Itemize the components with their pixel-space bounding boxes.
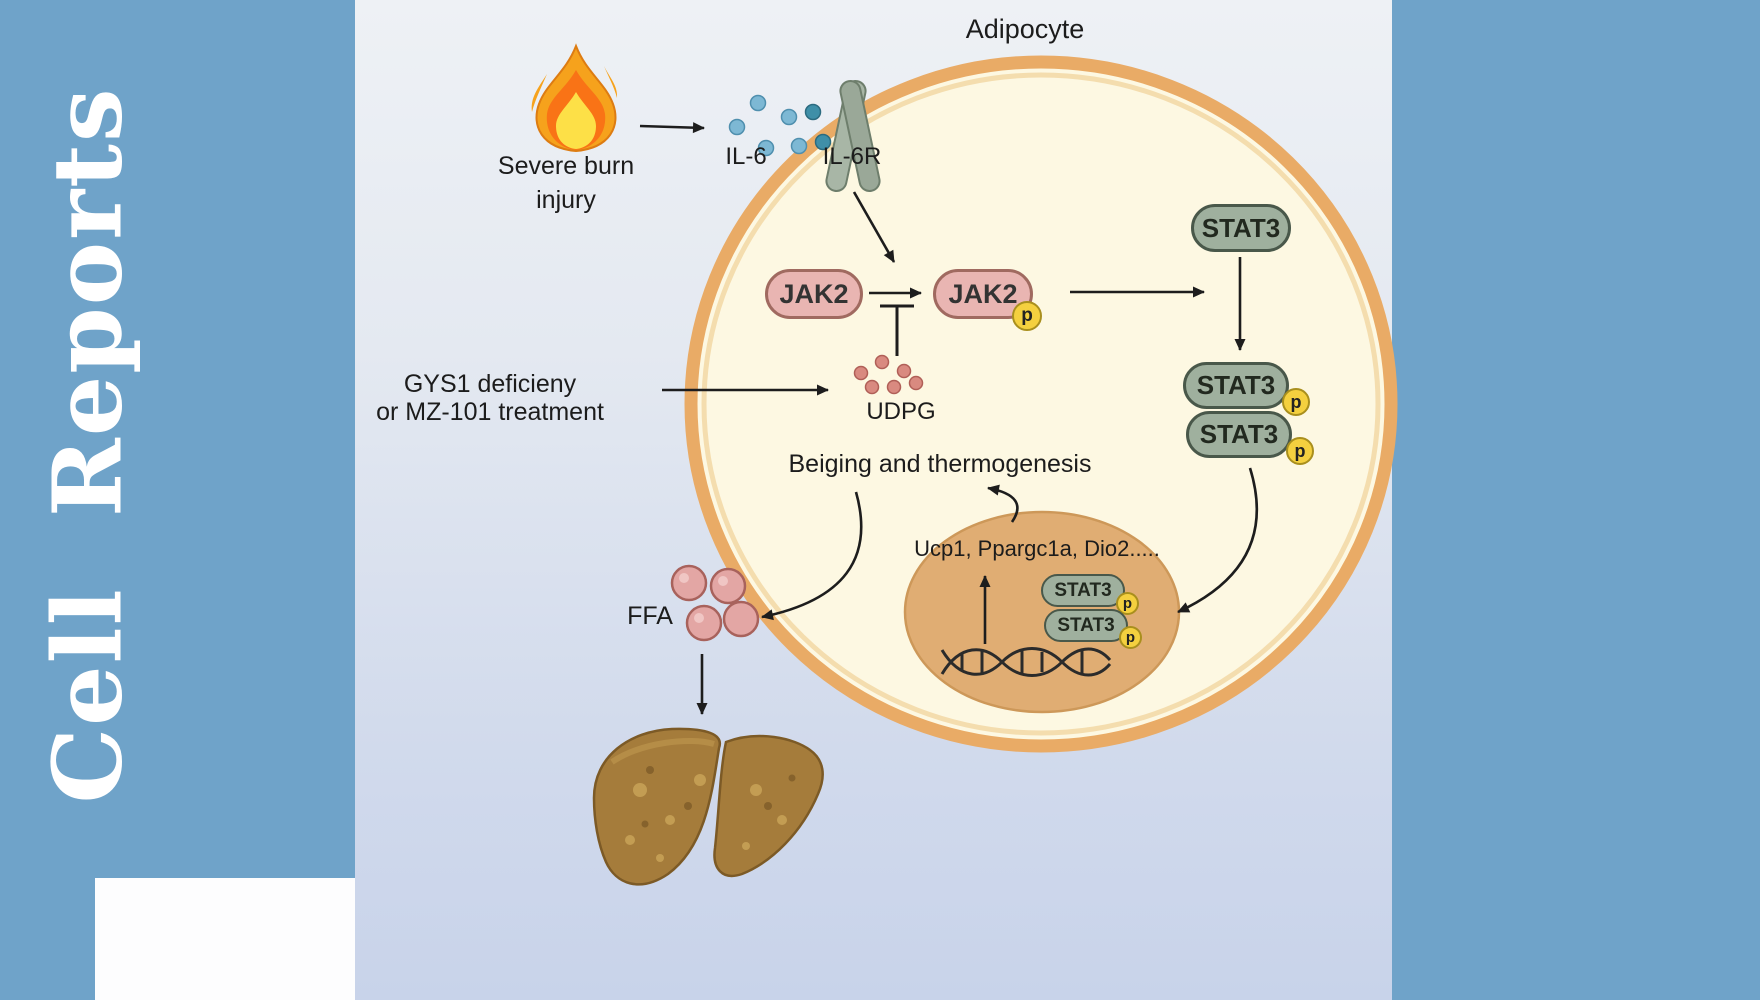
gys1-label-line2: or MZ-101 treatment [376,398,604,426]
nuclear-stat3-bottom-box: STAT3 [1044,609,1128,642]
jak2-phospho-box-label: JAK2 [948,278,1018,309]
il6r-label: IL-6R [822,143,882,170]
il6-label: IL-6 [725,143,767,170]
nuclear-stat3-bottom-label: STAT3 [1057,614,1115,636]
stat3-box-label: STAT3 [1201,212,1281,243]
phospho-badge-nuclear-bottom-label: p [1125,629,1136,646]
phospho-badge-nuclear-top: p [1116,592,1139,615]
phospho-badge-nuclear-top-label: p [1122,595,1133,612]
stat3-box: STAT3 [1191,204,1291,252]
phospho-badge-dimer-top: p [1282,388,1310,416]
severe-burn-label-line2: injury [536,186,596,214]
phospho-badge-dimer-bottom: p [1286,437,1314,465]
bottom-left-white-area [95,878,355,1000]
stat3-dimer-top-box: STAT3 [1183,362,1289,409]
phospho-badge-jak2-label: p [1021,305,1033,326]
gys1-label-line1: GYS1 deficieny [403,370,577,398]
beiging-label: Beiging and thermogenesis [788,450,1092,478]
nuclear-stat3-top-box: STAT3 [1041,574,1125,607]
target-genes-label: Ucp1, Ppargc1a, Dio2..... [914,536,1160,561]
nuclear-stat3-top-label: STAT3 [1054,579,1112,601]
severe-burn-label-line1: Severe burn [497,152,635,180]
jak2-box-label: JAK2 [779,278,849,309]
stat3-dimer-bottom-label: STAT3 [1199,419,1279,449]
phospho-badge-dimer-top-label: p [1290,391,1302,412]
phospho-badge-dimer-bottom-label: p [1294,440,1306,461]
phospho-badge-nuclear-bottom: p [1119,626,1142,649]
stat3-dimer-bottom-box: STAT3 [1186,411,1292,458]
phospho-badge-jak2: p [1012,301,1042,331]
journal-title: Cell Reports [32,86,144,804]
udpg-label: UDPG [866,398,936,425]
stat3-dimer-top-label: STAT3 [1196,370,1276,400]
jak2-box: JAK2 [765,269,863,319]
adipocyte-label: Adipocyte [965,14,1085,44]
ffa-label: FFA [627,602,673,630]
